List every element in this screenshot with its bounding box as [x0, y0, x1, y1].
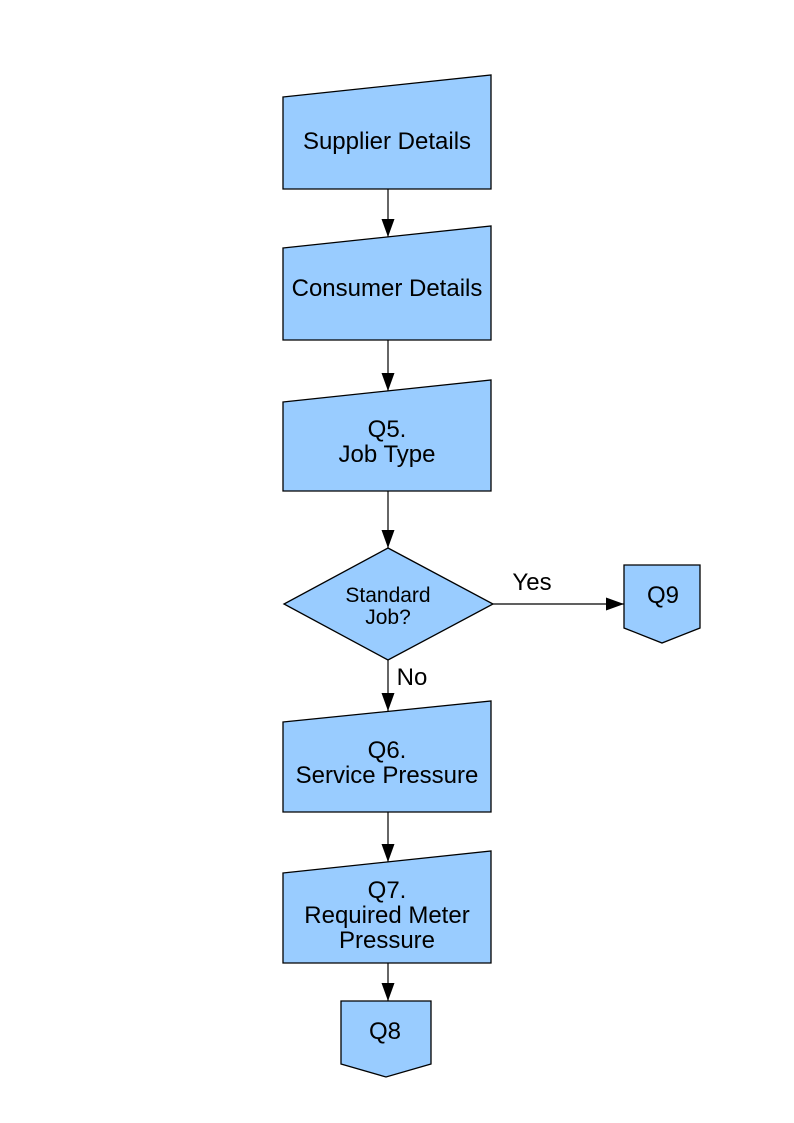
node-label-line3: Pressure [339, 927, 435, 954]
off-page-connector-shape [340, 1000, 432, 1078]
node-q9-connector: Q9 [623, 564, 701, 644]
off-page-connector-shape [623, 564, 701, 644]
decision-diamond-shape [282, 547, 495, 661]
node-label: Q9 [647, 582, 679, 609]
node-label: Supplier Details [303, 128, 471, 155]
node-label-line1: Standard [345, 584, 430, 607]
node-label-line2: Job Type [339, 441, 436, 468]
node-label-line2: Job? [365, 606, 411, 629]
node-label-line1: Q5. [368, 416, 407, 443]
manual-input-shape [282, 225, 492, 341]
node-q6-service-pressure: Q6. Service Pressure [282, 700, 492, 813]
manual-input-shape [282, 700, 492, 813]
node-q8-connector: Q8 [340, 1000, 432, 1078]
node-label: Q8 [369, 1018, 401, 1045]
node-label: Consumer Details [292, 275, 483, 302]
node-consumer-details: Consumer Details [282, 225, 492, 341]
edge-label-yes: Yes [512, 569, 551, 596]
manual-input-shape [282, 850, 492, 964]
connectors: Yes No [381, 189, 624, 1001]
node-label-line1: Q6. [368, 737, 407, 764]
node-q5-job-type: Q5. Job Type [282, 379, 492, 492]
node-decision-standard-job: Standard Job? [282, 547, 495, 661]
manual-input-shape [282, 379, 492, 492]
node-label-line1: Q7. [368, 877, 407, 904]
edge-label-no: No [397, 664, 428, 691]
node-label-line2: Required Meter [304, 902, 469, 929]
node-label-line2: Service Pressure [296, 762, 479, 789]
node-q7-required-meter-pressure: Q7. Required Meter Pressure [282, 850, 492, 964]
manual-input-shape [282, 74, 492, 190]
node-supplier-details: Supplier Details [282, 74, 492, 190]
